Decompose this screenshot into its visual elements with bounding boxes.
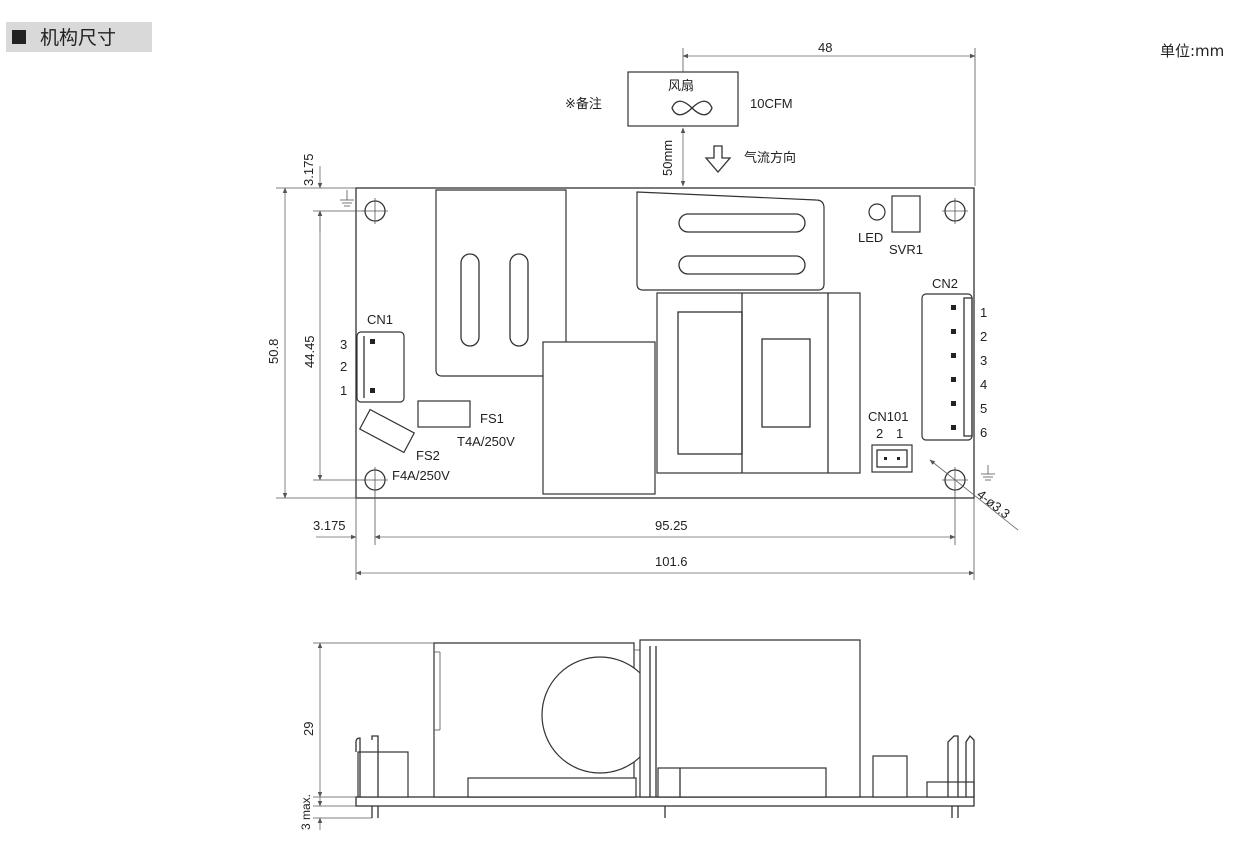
fan-label: 风扇 [668,78,694,94]
cn1-pin-label: 2 [340,359,347,374]
dim-1016-label: 101.6 [655,554,688,569]
side-latch-left [355,737,361,797]
fs1-rating: T4A/250V [457,434,515,449]
dim-board-length: 101.6 [355,498,975,580]
dim-48-label: 48 [818,40,832,55]
cn101-label: CN101 [868,409,908,424]
cn2-pin-label: 6 [980,425,987,440]
connector-cn1: CN1 3 2 1 [340,312,405,403]
heatsink-right [636,191,825,291]
led-label: LED [858,230,883,245]
pcb-outline [355,187,975,499]
side-latch-right [965,734,975,797]
dim-29-label: 29 [301,722,316,736]
ground-icon [981,465,995,481]
dim-board-height: 50.8 [266,187,356,499]
airflow-arrow-icon [704,145,732,173]
cn1-label: CN1 [367,312,393,327]
fan-box [627,71,739,127]
connector-cn2: CN2 1 2 3 4 5 6 [921,276,987,441]
side-heatsink-right [657,767,827,798]
cn2-pin-label: 2 [980,329,987,344]
dim-9525-label: 95.25 [655,518,688,533]
fan-note: 风扇 ※备注 10CFM 50mm 气流方向 [565,71,796,187]
ground-icon [340,190,354,207]
fs2-label: FS2 [416,448,440,463]
connector-cn101: CN101 2 1 [868,409,913,473]
cn2-label: CN2 [932,276,958,291]
svr1-label: SVR1 [889,242,923,257]
header-bar [6,22,152,52]
cn1-pin-label: 1 [340,383,347,398]
svr1-potentiometer [891,195,921,233]
dim-3175-top-label: 3.175 [301,153,316,186]
dim-top-width: 48 [682,40,976,186]
side-latch-left [371,735,379,797]
fan-distance: 50mm [660,140,675,176]
airflow-label: 气流方向 [744,150,796,166]
dim-hole-spacing-h: 95.25 [374,492,956,545]
fan-rating: 10CFM [750,96,793,111]
dim-4445-label: 44.45 [302,335,317,368]
section-header: 机构尺寸 [6,22,152,52]
cn2-pin-label: 4 [980,377,987,392]
page-title: 机构尺寸 [40,27,116,49]
fan-note-label: ※备注 [565,96,602,112]
capacitor-block [542,341,656,495]
transformer [656,292,861,474]
dim-side-clearance: 3 max. [299,794,372,830]
cn101-pin-label: 1 [896,426,903,441]
led-indicator [868,203,886,221]
dim-hole-offset-left: 3.175 [313,492,376,580]
dim-3max-label: 3 max. [299,794,313,830]
side-cn2-body [926,781,975,798]
header-square-icon [12,30,26,44]
side-cn101 [872,755,908,798]
dim-hole-spacing-v: 44.45 [302,210,366,481]
unit-label: 单位:mm [1160,42,1224,60]
cn2-pin-label: 3 [980,353,987,368]
side-pcb [355,796,975,807]
side-latch-right [947,735,959,797]
side-base-block [467,777,637,798]
dim-3175-left-label: 3.175 [313,518,346,533]
cn2-pin-label: 5 [980,401,987,416]
mounting-hole-tr [942,198,968,224]
dim-508-label: 50.8 [266,339,281,364]
cn2-pin-label: 1 [980,305,987,320]
cn1-pin-label: 3 [340,337,347,352]
side-view [355,639,975,818]
side-transformer [639,639,861,798]
side-cn1 [357,751,409,798]
fan-icon [671,100,713,116]
fs2-rating: F4A/250V [392,468,450,483]
mounting-holes [362,198,968,493]
mounting-hole-bl [362,467,388,493]
fs1-label: FS1 [480,411,504,426]
fuse-fs1 [417,400,471,428]
cn101-pin-label: 2 [876,426,883,441]
hole-diameter-label: 4-ø3.3 [974,487,1013,522]
fuse-fs2 [358,408,416,454]
